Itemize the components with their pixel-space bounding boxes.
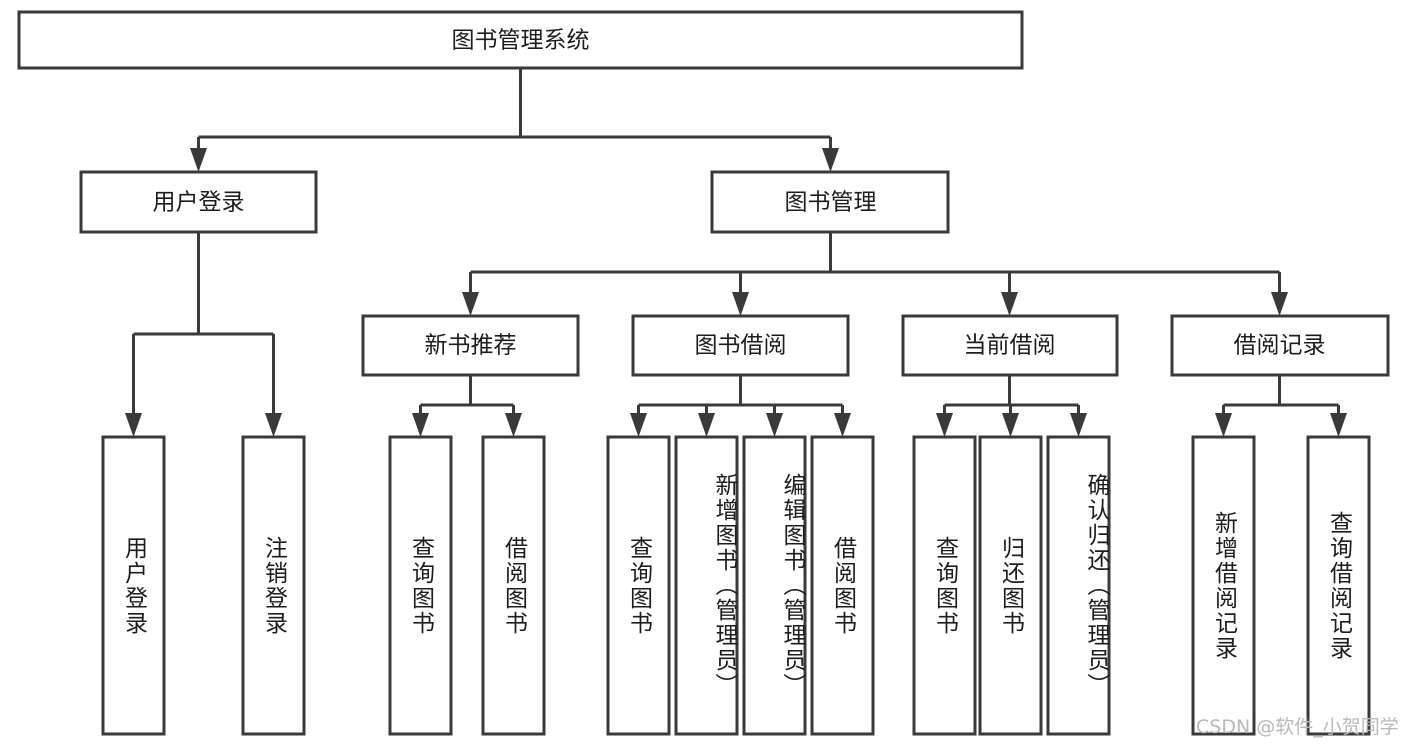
arrowhead-current-borrow [1001,292,1018,316]
csdn-watermark: CSDN @软件_小贺同学 [1196,716,1399,738]
arrowhead-leaf-borrow-book-1 [505,413,522,437]
arrowhead-book-manage [822,148,839,172]
node-book-borrow[interactable]: 图书借阅 [631,314,850,377]
node-book-manage-box[interactable] [710,170,950,234]
arrowhead-book-borrow [732,292,749,316]
arrowhead-leaf-query-book-2 [630,413,647,437]
node-book-manage[interactable]: 图书管理 [710,170,950,234]
arrowhead-leaf-edit-book [766,413,783,437]
node-book-borrow-label: 图书借阅 [695,333,787,359]
arrowhead-leaf-borrow-book-2 [834,413,851,437]
connectors-root-to-level2 [190,68,839,172]
arrowhead-leaf-query-book-3 [936,413,953,437]
node-leaf-add-record-box[interactable] [1191,435,1256,736]
node-current-borrow[interactable]: 当前借阅 [901,314,1119,377]
arrowhead-borrow-record [1271,292,1288,316]
node-leaf-return-book-box[interactable] [978,435,1043,736]
connectors-book-borrow-to-leaves [630,375,851,437]
node-borrow-record[interactable]: 借阅记录 [1170,314,1390,377]
node-current-borrow-box[interactable] [901,314,1119,377]
node-borrow-record-label: 借阅记录 [1234,333,1326,359]
node-user-login-label: 用户登录 [153,190,245,216]
connectors-borrow-record-to-leaves [1215,375,1347,437]
node-leaf-query-book-2-box[interactable] [606,435,671,736]
node-new-book-recommend-label: 新书推荐 [425,333,517,359]
arrowhead-leaf-confirm-return [1070,413,1087,437]
node-user-login-box[interactable] [79,170,318,234]
node-new-book-recommend[interactable]: 新书推荐 [361,314,580,377]
arrowhead-new-book [462,292,479,316]
connectors-new-book-to-leaves [412,375,522,437]
node-new-book-recommend-box[interactable] [361,314,580,377]
node-root[interactable]: 图书管理系统 [17,10,1024,70]
arrowhead-leaf-return-book [1002,413,1019,437]
node-leaf-user-logout-box[interactable] [241,435,306,736]
connectors-user-login-to-leaves [125,232,282,437]
arrowhead-leaf-add-book [698,413,715,437]
arrowhead-leaf-user-logout [265,413,282,437]
node-leaf-user-login-box[interactable] [101,435,166,736]
node-book-borrow-box[interactable] [631,314,850,377]
leaf-boxes [101,435,1371,736]
connectors-book-manage-to-level3 [462,232,1288,316]
node-root-label: 图书管理系统 [452,28,590,54]
arrowhead-user-login [190,148,207,172]
arrowhead-leaf-query-record [1330,413,1347,437]
node-user-login[interactable]: 用户登录 [79,170,318,234]
node-leaf-query-book-3-box[interactable] [912,435,977,736]
node-borrow-record-box[interactable] [1170,314,1390,377]
arrowhead-leaf-query-book-1 [412,413,429,437]
node-leaf-query-record-box[interactable] [1306,435,1371,736]
connectors-current-borrow-to-leaves [936,375,1087,437]
node-leaf-add-book-box[interactable] [674,435,739,736]
node-root-box[interactable] [17,10,1024,70]
node-leaf-query-book-1-box[interactable] [388,435,453,736]
node-leaf-edit-book-box[interactable] [742,435,807,736]
arrowhead-leaf-user-login [125,413,142,437]
node-leaf-borrow-book-2-box[interactable] [810,435,875,736]
node-book-manage-label: 图书管理 [785,190,877,216]
node-leaf-borrow-book-1-box[interactable] [481,435,546,736]
arrowhead-leaf-add-record [1215,413,1232,437]
node-leaf-confirm-return-box[interactable] [1046,435,1111,736]
node-current-borrow-label: 当前借阅 [964,333,1056,359]
